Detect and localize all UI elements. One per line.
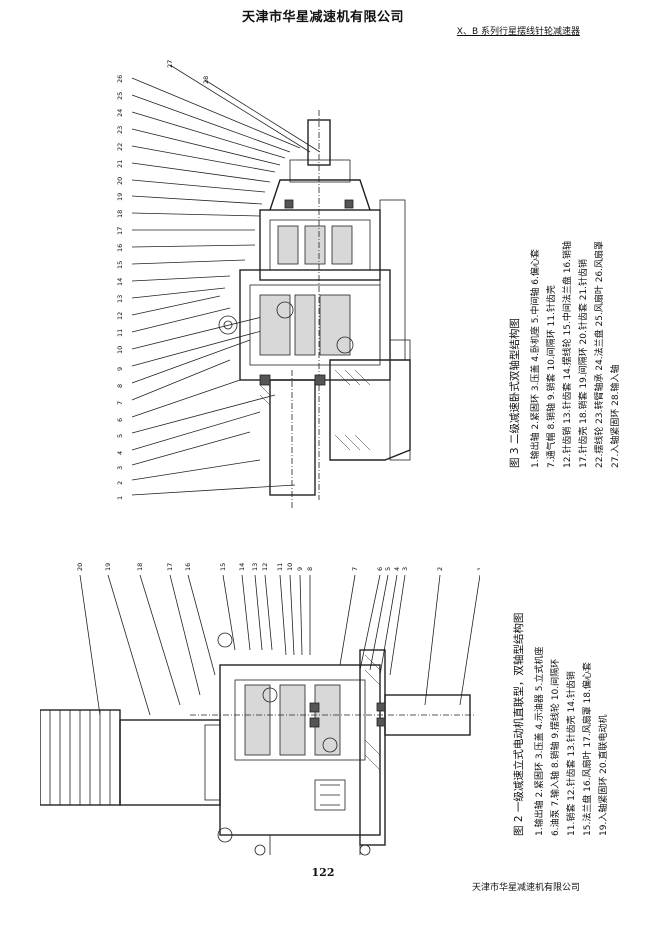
- svg-text:19: 19: [104, 563, 112, 571]
- svg-text:8: 8: [306, 567, 314, 571]
- svg-text:15: 15: [116, 261, 124, 269]
- svg-text:20: 20: [116, 177, 124, 185]
- svg-text:22: 22: [116, 143, 124, 151]
- svg-text:2: 2: [436, 567, 444, 571]
- svg-text:8: 8: [116, 384, 124, 388]
- figure-3-legend-line: 27.入轴紧固环 28.输入轴: [611, 364, 621, 469]
- series-title: X、B 系列行星摆线针轮减速器: [456, 27, 580, 37]
- svg-text:17: 17: [166, 563, 174, 571]
- svg-text:3: 3: [116, 466, 124, 470]
- figure-3-legend-line: 7.通气帽 8.销轴 9.销套 10.间隔环 11.针齿壳: [547, 285, 557, 468]
- figure-3-reducer-body: [218, 110, 411, 510]
- svg-text:5: 5: [384, 567, 392, 571]
- figure-3-drawing: 1 2 3 4 5 6 7 8 9 10 11 12 13 14 15 16 1…: [116, 60, 411, 510]
- svg-text:23: 23: [116, 126, 124, 134]
- svg-text:10: 10: [116, 346, 124, 354]
- svg-text:19: 19: [116, 193, 124, 201]
- svg-text:7: 7: [116, 401, 124, 405]
- svg-text:24: 24: [116, 109, 124, 117]
- figure-3-legend-line: 12.针齿销 13.针齿套 14.摆线轮 15.中间法兰盘 16.销轴: [563, 240, 573, 468]
- svg-text:11: 11: [116, 329, 124, 337]
- svg-text:18: 18: [136, 563, 144, 571]
- figure-2-reducer-body: [40, 632, 475, 856]
- svg-text:13: 13: [251, 563, 259, 571]
- figure-3-leaders: [131, 64, 321, 496]
- svg-text:4: 4: [116, 451, 124, 455]
- svg-text:18: 18: [116, 210, 124, 218]
- svg-text:6: 6: [116, 418, 124, 422]
- svg-text:6: 6: [376, 567, 384, 571]
- svg-text:14: 14: [116, 278, 124, 286]
- figure-2-drawing: 1 2 3 4 5 6 7 8 9 10 11 12 13 14 15 16 1…: [40, 563, 480, 856]
- svg-text:17: 17: [116, 227, 124, 235]
- figure-3-caption: 图 3 二级减速卧式双轴型结构图: [509, 318, 521, 468]
- figure-2-legend-line: 11.销套 12.针齿套 13.针齿壳 14.针齿销: [567, 671, 577, 836]
- figure-3-legend-line: 17.针齿壳 18.销套 19.间隔环 20.针齿套 21.针齿销: [579, 258, 589, 468]
- svg-text:16: 16: [184, 563, 192, 571]
- footer-company: 天津市华星减速机有限公司: [471, 883, 580, 893]
- figure-2-legend-line: 6.油泵 7.输入轴 8.销轴 9.摆线轮 10.间隔环: [551, 658, 561, 836]
- svg-text:10: 10: [286, 563, 294, 571]
- svg-text:20: 20: [76, 563, 84, 571]
- page-number: 122: [311, 866, 335, 879]
- company-header: 天津市华星减速机有限公司: [241, 10, 404, 25]
- svg-text:27: 27: [166, 60, 174, 68]
- svg-text:11: 11: [276, 563, 284, 571]
- figure-2-legend-line: 19.入轴紧固环 20.直联电动机: [599, 714, 609, 837]
- svg-text:5: 5: [116, 434, 124, 438]
- svg-text:21: 21: [116, 160, 124, 168]
- svg-text:1: 1: [116, 496, 124, 500]
- svg-text:13: 13: [116, 295, 124, 303]
- svg-text:28: 28: [202, 76, 210, 84]
- figure-3-callout-numbers: 1 2 3 4 5 6 7 8 9 10 11 12 13 14 15 16 1…: [116, 60, 210, 500]
- svg-text:3: 3: [401, 567, 409, 571]
- svg-text:1: 1: [476, 567, 480, 571]
- svg-text:14: 14: [238, 563, 246, 571]
- figure-2-callout-numbers: 1 2 3 4 5 6 7 8 9 10 11 12 13 14 15 16 1…: [76, 563, 480, 571]
- svg-text:16: 16: [116, 244, 124, 252]
- svg-text:15: 15: [219, 563, 227, 571]
- svg-text:9: 9: [296, 567, 304, 571]
- figure-2-legend-line: 1.输出轴 2.紧固环 3.压盖 4.示油器 5.立式机座: [535, 646, 545, 836]
- svg-text:26: 26: [116, 75, 124, 83]
- figure-3-legend-line: 1.输出轴 2.紧固环 3.压盖 4.卧机座 5.中间轴 6.偏心套: [531, 249, 541, 468]
- figure-3-legend-line: 22.摆线轮 23.转臂轴承 24.法兰盘 25.风扇叶 26.风扇罩: [595, 240, 605, 468]
- svg-text:9: 9: [116, 367, 124, 371]
- svg-text:7: 7: [351, 567, 359, 571]
- figure-2-caption: 图 2 一级减速立式电动机直联型，双轴型结构图: [513, 612, 525, 836]
- svg-text:4: 4: [393, 567, 401, 571]
- svg-text:2: 2: [116, 481, 124, 485]
- figure-2-leaders: [79, 574, 480, 716]
- svg-text:12: 12: [116, 312, 124, 320]
- svg-text:12: 12: [261, 563, 269, 571]
- figure-2-legend-line: 15.法兰盘 16.风扇叶 17.风扇罩 18.偏心套: [583, 662, 593, 836]
- svg-text:25: 25: [116, 92, 124, 100]
